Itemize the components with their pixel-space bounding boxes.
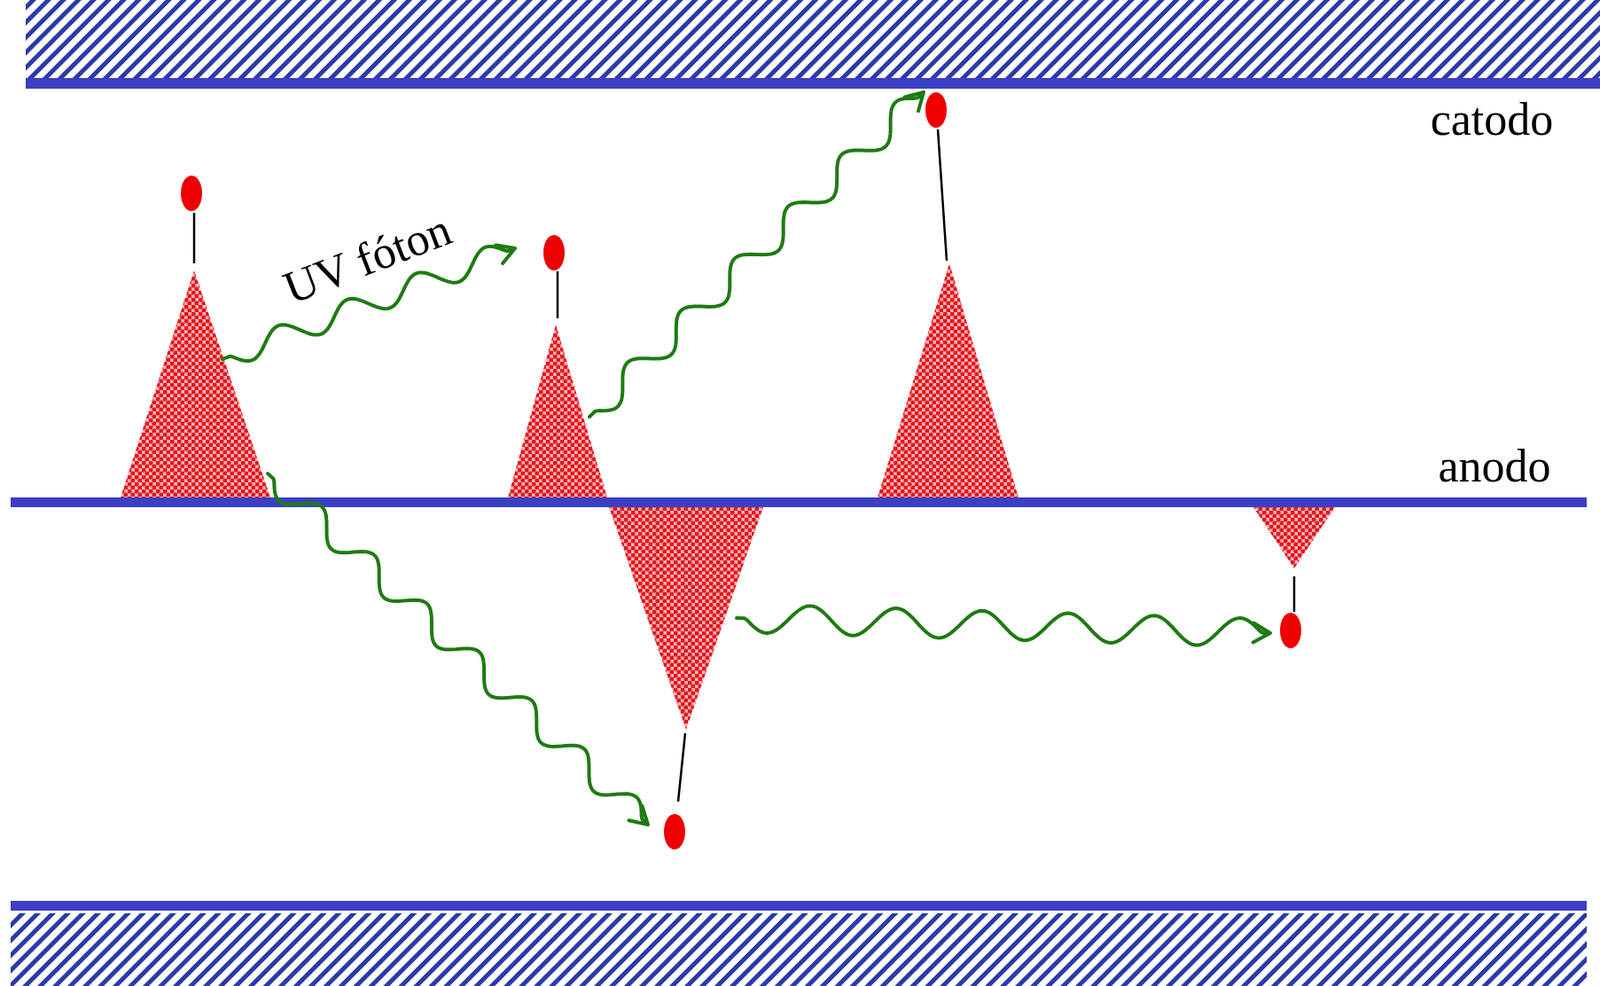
electrode-label: anodo — [1437, 443, 1551, 490]
electron — [1280, 612, 1302, 648]
electron-tail — [678, 733, 686, 802]
uv-photon — [267, 473, 648, 825]
avalanche — [1253, 507, 1335, 569]
anode-line — [10, 497, 1587, 508]
electron-tail — [937, 129, 947, 261]
electron — [543, 234, 565, 271]
avalanche — [507, 324, 608, 498]
bottom-plate — [10, 913, 1587, 986]
electrode-label: catodo — [1430, 96, 1554, 143]
avalanche — [877, 263, 1019, 498]
cathode-line — [25, 78, 1600, 89]
electron-tail — [556, 271, 560, 319]
electron — [180, 175, 203, 211]
electron — [663, 813, 686, 850]
uv-photon — [589, 92, 924, 417]
uv-photon — [736, 605, 1271, 645]
electron-tail — [193, 212, 196, 264]
cathode-plate — [25, 0, 1600, 79]
photon-label: UV fóton — [277, 205, 457, 312]
electron — [925, 92, 947, 128]
electron-tail — [1293, 576, 1296, 612]
avalanche — [120, 270, 271, 498]
bottom-line — [10, 900, 1587, 911]
